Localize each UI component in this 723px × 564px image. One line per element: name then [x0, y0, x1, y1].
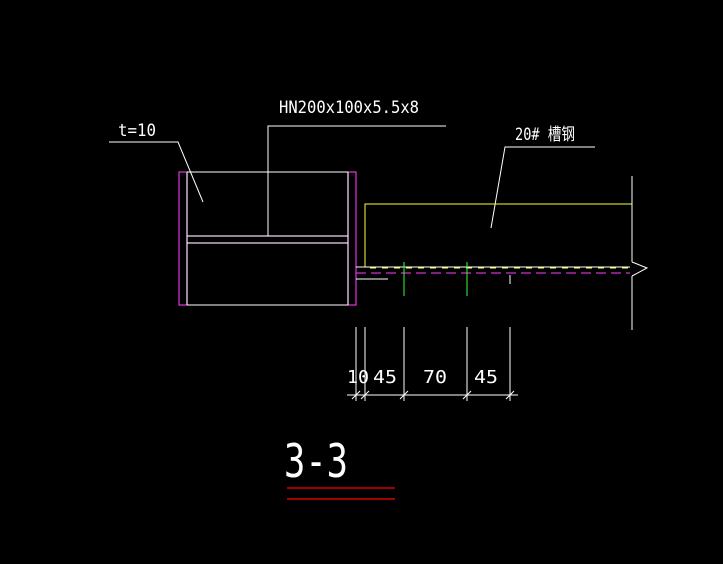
beam-leader — [267, 125, 446, 236]
channel-leader — [490, 146, 595, 229]
break-symbol — [631, 261, 649, 277]
beam-label: HN200x100x5.5x8 — [279, 98, 419, 118]
dimension-labels: 10 45 70 45 — [347, 367, 498, 388]
dim-tick-3 — [399, 390, 409, 400]
section-title: 3-3 — [284, 434, 348, 488]
dimension-chain — [347, 327, 518, 401]
dim-tick-2 — [360, 390, 370, 400]
dim-label-70: 70 — [423, 367, 447, 388]
channel-top-yellow — [364, 203, 632, 267]
dim-label-45a: 45 — [373, 367, 397, 388]
dim-tick-5 — [505, 390, 515, 400]
title-underline — [287, 487, 395, 500]
plate-leader — [109, 141, 204, 203]
right-flange-plate — [347, 171, 357, 306]
channel-section — [356, 176, 649, 330]
channel-label: 20# 槽钢 — [515, 125, 575, 145]
left-flange-plate — [178, 171, 188, 306]
dim-tick-1 — [351, 390, 361, 400]
leaders — [109, 125, 595, 236]
plate-label: t=10 — [118, 121, 156, 141]
dim-label-10: 10 — [347, 367, 369, 388]
dim-tick-4 — [462, 390, 472, 400]
dim-label-45b: 45 — [474, 367, 498, 388]
